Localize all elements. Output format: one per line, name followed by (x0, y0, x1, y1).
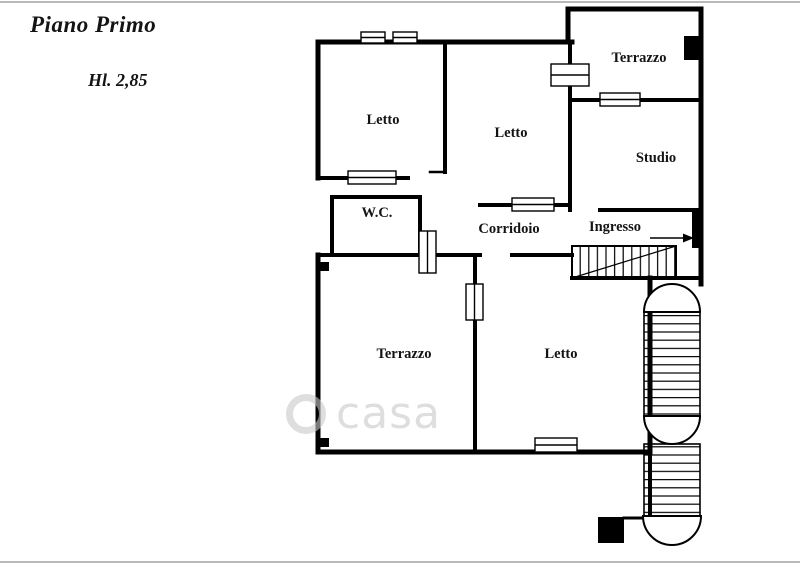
wall-wc (330, 195, 422, 257)
watermark: casa (286, 388, 442, 439)
window-icon-terrace-left (550, 63, 590, 87)
wall-upper-left (315, 39, 575, 181)
scan-artifact-bottom (0, 561, 800, 563)
room-label-corridoio: Corridoio (478, 221, 539, 237)
scan-artifact-top (0, 1, 800, 3)
window-icon-letto2-bottom (511, 197, 555, 212)
room-label-studio: Studio (636, 150, 676, 166)
stair-base-block (598, 517, 624, 543)
external-staircase (641, 283, 703, 546)
room-label-ingresso: Ingresso (589, 219, 641, 235)
watermark-logo-icon (286, 394, 326, 434)
window-icon-studio-top (599, 92, 641, 107)
room-label-wc: W.C. (362, 205, 393, 221)
window-icon-letto3-bottom (534, 437, 578, 453)
external-stairs-flight-lower (643, 443, 701, 517)
terrace-pillar-top (320, 262, 329, 271)
room-labels: Terrazzo Letto Letto Studio W.C. Corrido… (362, 50, 677, 362)
entrance-arrow-icon (650, 233, 694, 243)
external-stairs-flight-upper (643, 311, 701, 417)
watermark-text: casa (336, 388, 442, 439)
external-stairs-landing-bottom (641, 515, 703, 546)
window-icon-letto1-bottom (347, 170, 397, 185)
window-icon-top-2 (392, 31, 418, 44)
external-stairs-landing-middle (642, 415, 702, 445)
plan-height-note: Hl. 2,85 (88, 70, 148, 90)
window-symbols (347, 31, 641, 453)
wall-terrace-top-right (565, 6, 704, 287)
interior-staircase (571, 245, 677, 279)
room-label-letto-3: Letto (544, 346, 577, 362)
door-icon-corridor-terrace (418, 230, 437, 274)
interior-stairs-diagonal (571, 245, 677, 279)
room-label-letto-2: Letto (494, 125, 527, 141)
room-label-letto-1: Letto (366, 112, 399, 128)
filled-features (320, 36, 703, 543)
room-label-terrazzo-main: Terrazzo (376, 346, 431, 362)
external-stairs-landing-top (642, 283, 702, 313)
window-dark-terrace-icon (684, 36, 701, 60)
window-dark-right-icon (692, 210, 703, 248)
plan-title: Piano Primo (30, 12, 157, 37)
window-icon-letto3-left (465, 283, 484, 321)
terrace-pillar-bottom (320, 438, 329, 447)
window-icon-top-1 (360, 31, 386, 44)
room-label-terrazzo-top: Terrazzo (611, 50, 666, 66)
